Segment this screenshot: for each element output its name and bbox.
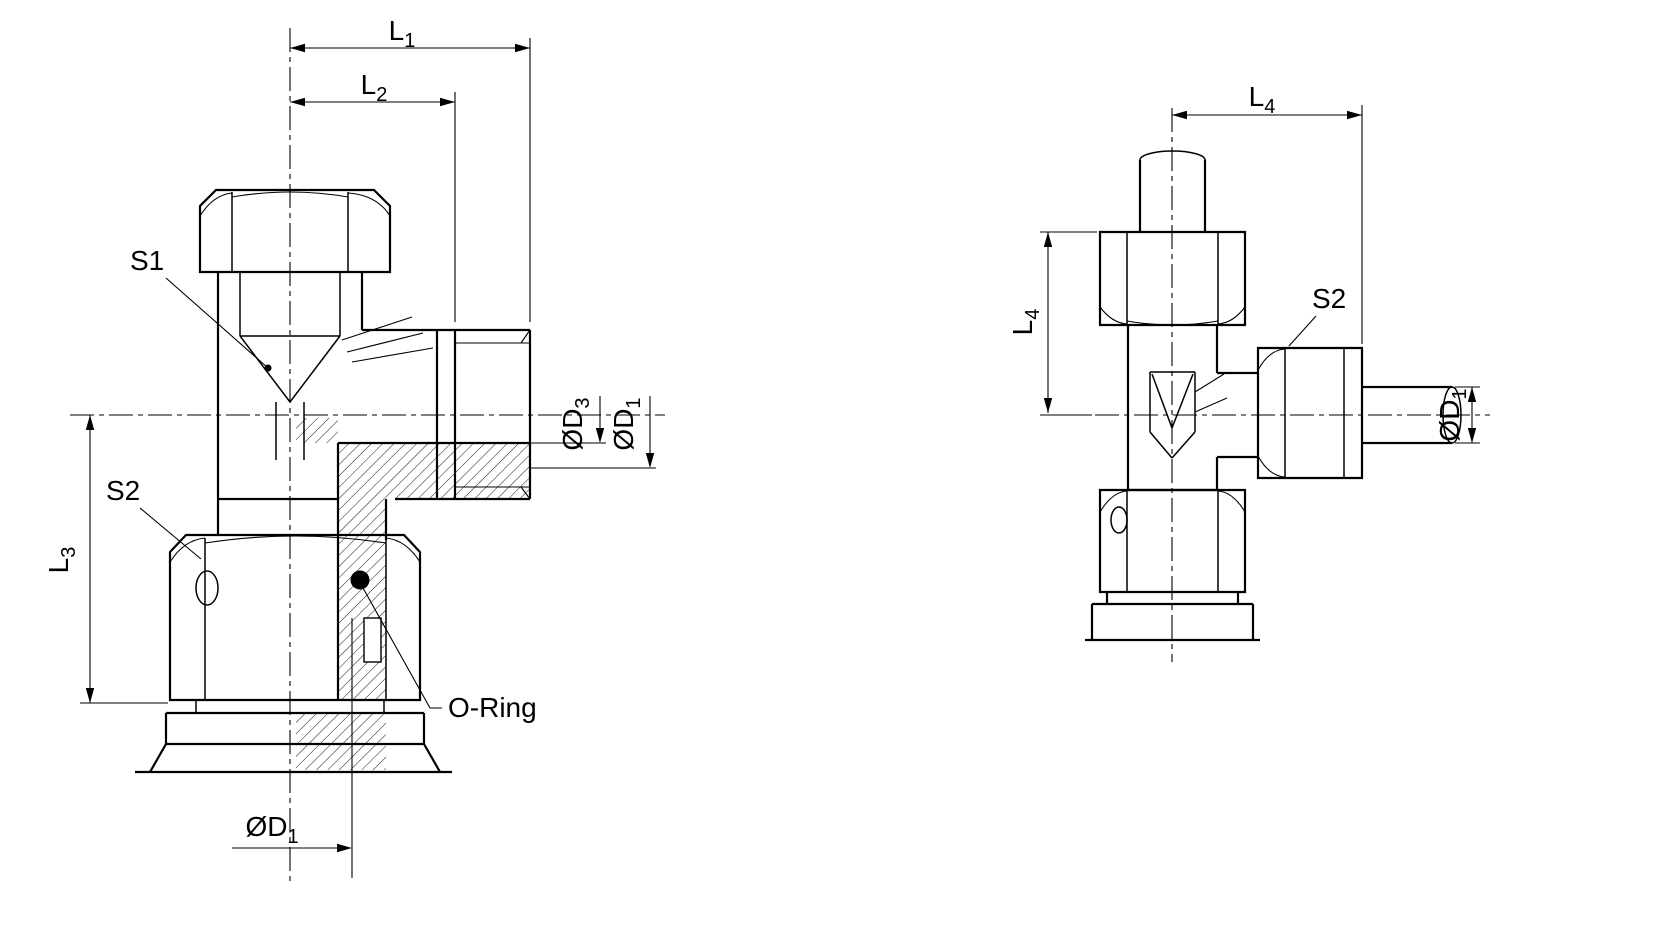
side-swivel-nut-flats (1284, 348, 1345, 478)
dim-label-l3: L3 (43, 547, 80, 574)
d1-bottom-arrow (337, 843, 352, 853)
dim-label-d1-branch: ØD1 (608, 397, 645, 450)
d1-side-arrow-bottom (1467, 428, 1477, 443)
side-swivel-nut-chamfer-arcs (1257, 348, 1286, 478)
side-view (1085, 150, 1462, 642)
l4-top-dimension-lines (1172, 105, 1363, 344)
side-fan-lines (1194, 373, 1228, 413)
l4-side-arrow-bottom (1043, 398, 1053, 413)
s2-side-leader-line (1288, 315, 1317, 347)
label-o-ring: O-Ring (448, 692, 537, 723)
l4-side-dimension-lines (1040, 231, 1097, 416)
side-internal-cone (1149, 371, 1196, 459)
l2-dimension-lines (290, 92, 456, 322)
dim-label-l1: L1 (389, 15, 416, 52)
l3-arrow-bottom (85, 688, 95, 703)
s1-leader-line (165, 277, 269, 369)
top-hex-flats (231, 192, 349, 272)
l2-arrow-right (440, 97, 455, 107)
body-walls (216, 272, 364, 535)
label-s2-side: S2 (1312, 283, 1346, 314)
hatch-stem-wall (338, 499, 386, 700)
branch-stud (362, 328, 532, 501)
side-top-nut-flats (1126, 232, 1219, 325)
l1-arrow-left (290, 43, 305, 53)
dim-label-l4-top: L4 (1249, 81, 1276, 118)
l3-dimension-lines (80, 415, 168, 704)
l4-top-arrow-right (1347, 110, 1362, 120)
body-bore-walls (239, 272, 341, 336)
label-s1: S1 (130, 245, 164, 276)
dim-label-d1-bottom: ØD1 (245, 811, 298, 848)
side-branch-tube (1362, 385, 1452, 445)
dim-label-d3-branch: ØD3 (557, 397, 594, 450)
lower-nut-chamfer-arcs (169, 535, 421, 563)
top-hex-plug (198, 188, 392, 274)
side-branch-neck (1217, 371, 1258, 459)
wrench-flat-marking (195, 570, 219, 606)
retaining-ring-groove (363, 617, 382, 663)
top-hex-chamfer-arcs (199, 191, 391, 217)
side-top-nut (1098, 230, 1247, 327)
side-top-nut-chamfer-arcs (1099, 306, 1246, 326)
base-flange (135, 711, 452, 774)
o-ring-seal (350, 570, 370, 590)
thread-runout-fan-lines (341, 316, 434, 363)
l2-arrow-left (290, 97, 305, 107)
dim-label-l2: L2 (361, 69, 388, 106)
s1-leader-dot (264, 364, 272, 372)
o-ring-leader-line (362, 587, 442, 709)
l1-arrow-right (515, 43, 530, 53)
hatch-under-cone (296, 418, 338, 443)
centerlines (70, 28, 1490, 885)
l3-arrow-top (85, 415, 95, 430)
side-swivel-nut (1256, 346, 1364, 480)
label-s2-front: S2 (106, 475, 140, 506)
side-lower-nut-flats (1126, 490, 1219, 592)
lower-swivel-nut (168, 533, 422, 702)
branch-bore-and-stem (218, 441, 530, 700)
d3-arrow (595, 428, 605, 443)
d1-branch-arrow (645, 453, 655, 468)
lower-nut-flats (204, 538, 387, 700)
side-lower-nut-chamfer-arcs (1099, 490, 1246, 513)
side-body (1126, 325, 1219, 492)
front-view (135, 188, 532, 774)
section-hatching (296, 418, 530, 770)
side-lower-nut (1098, 488, 1247, 594)
front-view-dimensions: L1 L2 L3 ØD3 ØD1 ØD1 S1 S2 O-Ring (43, 15, 656, 878)
stud-thread-lines (455, 329, 531, 500)
side-wrench-flat-marking (1110, 506, 1128, 534)
d1-bottom-dimension-lines (232, 618, 353, 878)
hatch-base-flange (296, 713, 386, 770)
side-branch-tube-end (1442, 386, 1462, 444)
side-top-tube (1138, 160, 1207, 232)
side-top-tube-end-arc (1139, 150, 1206, 161)
s2-front-leader-line (139, 507, 202, 560)
side-washer-and-base (1085, 592, 1260, 642)
l1-dimension-lines (290, 38, 531, 322)
side-view-dimensions: L4 L4 ØD1 S2 (1007, 81, 1480, 444)
l4-top-arrow-left (1172, 110, 1187, 120)
washer-lines (195, 700, 385, 713)
l4-side-arrow-top (1043, 232, 1053, 247)
dim-label-d1-side: ØD1 (1434, 388, 1471, 441)
dim-label-l4-side: L4 (1007, 309, 1044, 336)
d1-side-arrow-top (1467, 387, 1477, 402)
hatch-branch-wall (338, 443, 530, 499)
